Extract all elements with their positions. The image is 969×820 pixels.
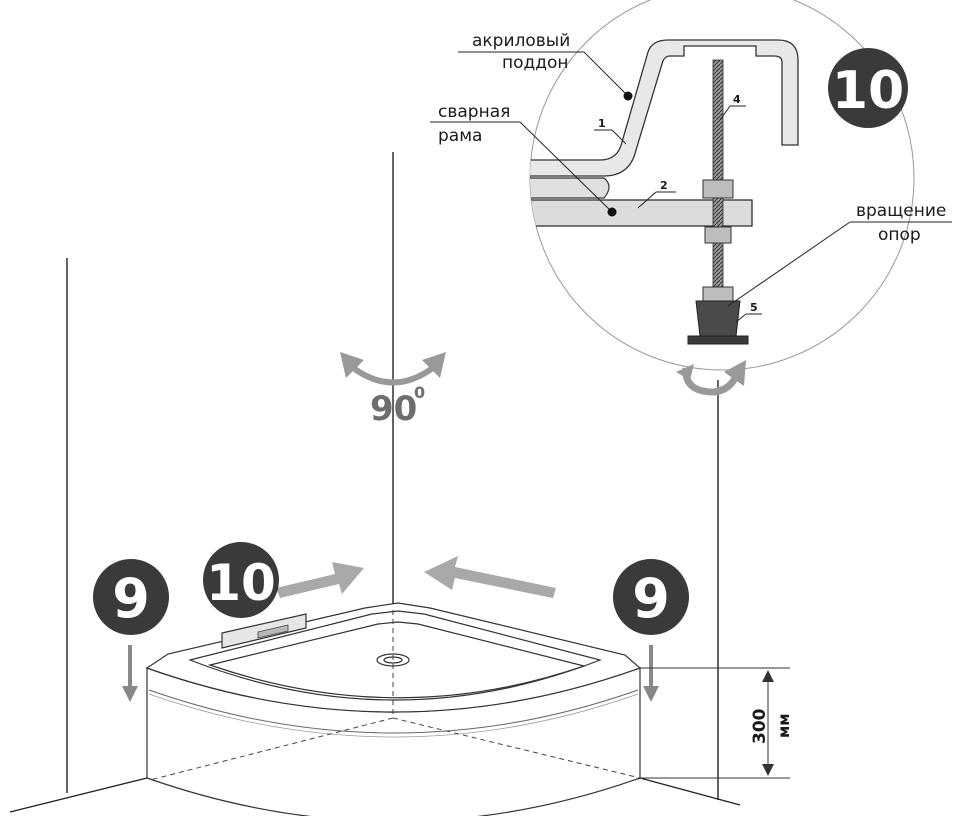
part-number-5: 5 bbox=[750, 301, 758, 314]
height-value: 300 bbox=[750, 708, 770, 744]
welded-frame-label-line2: рама bbox=[438, 126, 482, 146]
mounting-panel bbox=[221, 613, 307, 649]
svg-text:10: 10 bbox=[206, 554, 276, 612]
tray-hidden-edges bbox=[149, 610, 641, 781]
down-arrow-left bbox=[122, 645, 138, 702]
rotation-90-indicator: 90 0 bbox=[340, 352, 446, 429]
support-rotation-arrow bbox=[676, 360, 746, 396]
height-dimension bbox=[640, 667, 790, 779]
part-number-1: 1 bbox=[598, 117, 606, 130]
threaded-rod bbox=[712, 59, 724, 293]
detail-view: 1 2 4 5 акриловый поддон сварная рама вр… bbox=[430, 0, 952, 396]
height-unit: мм bbox=[775, 713, 793, 738]
support-foot bbox=[695, 300, 741, 337]
room-walls bbox=[9, 152, 741, 813]
svg-text:10: 10 bbox=[832, 61, 904, 121]
push-arrow-right bbox=[276, 562, 364, 598]
degree-sign: 0 bbox=[414, 383, 425, 402]
acrylic-tray-label-line2: поддон bbox=[502, 53, 569, 73]
step-badge-9-left: 9 bbox=[93, 559, 169, 635]
part-number-4: 4 bbox=[733, 93, 741, 106]
svg-text:9: 9 bbox=[112, 567, 150, 630]
step-badge-10-bottom: 10 bbox=[203, 542, 279, 618]
down-arrow-right bbox=[643, 645, 659, 702]
part-number-2: 2 bbox=[660, 179, 668, 192]
step-badge-9-right: 9 bbox=[613, 559, 689, 635]
acrylic-tray-label-line1: акриловый bbox=[472, 31, 570, 51]
acrylic-tray-profile bbox=[530, 39, 799, 177]
welded-frame-label-line1: сварная bbox=[438, 102, 510, 122]
svg-text:9: 9 bbox=[632, 567, 670, 630]
rotation-angle-label: 90 bbox=[370, 389, 417, 429]
support-rotation-label-line2: опор bbox=[878, 225, 921, 245]
support-rotation-label-line1: вращение bbox=[856, 201, 946, 221]
push-arrow-left bbox=[424, 556, 556, 598]
step-badge-10-detail: 10 bbox=[828, 48, 908, 128]
